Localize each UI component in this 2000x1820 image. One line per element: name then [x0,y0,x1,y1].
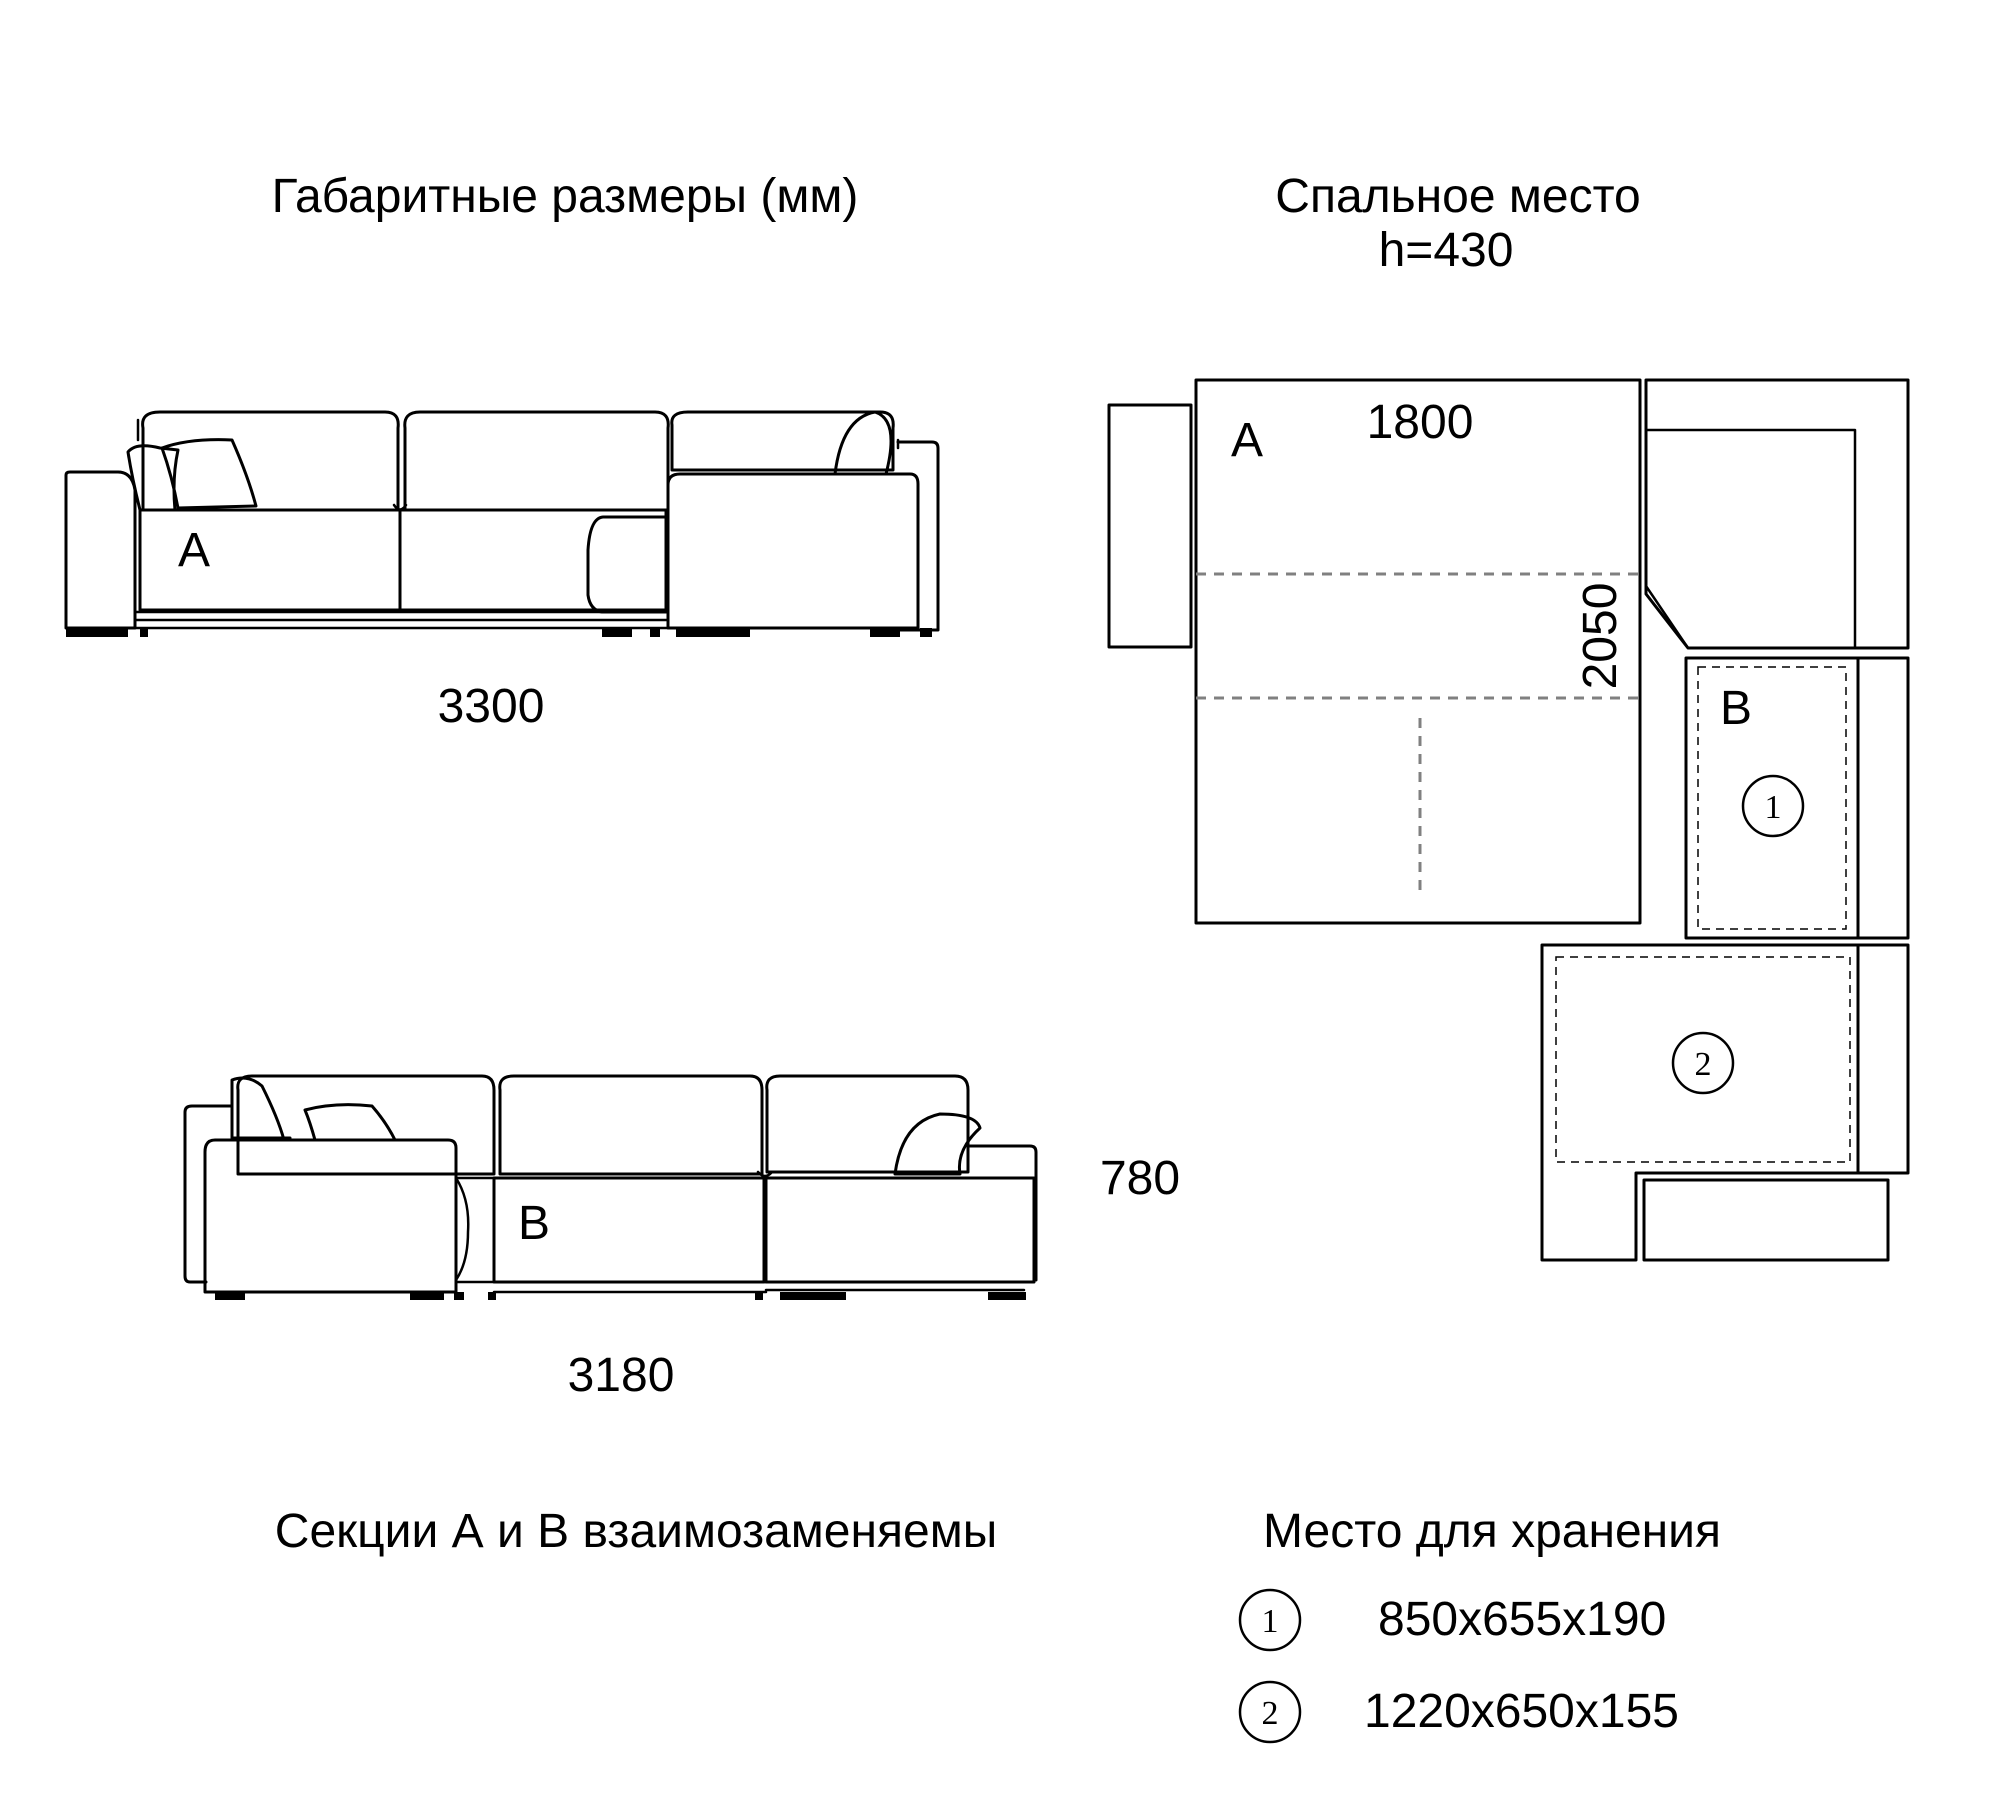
pillow-left-back [126,444,180,512]
storage-2-marker [1671,1031,1735,1095]
back-cushion-left [141,410,400,512]
storage-item-2: 2 1220x650x155 [1236,1680,1716,1744]
plan-chaise [1540,943,1860,1262]
storage-item-1: 1 850x655x190 [1236,1588,1716,1652]
storage-1-marker-text: 1 [1765,789,1782,826]
interchangeable-note: Секции А и В взаимозаменяемы [274,1505,998,1558]
plan-sleeping-area [1194,378,1642,925]
front-b-width-label: 3180 [567,1349,675,1402]
right-armrest-b [966,1144,1038,1282]
front-a-width-label: 3300 [437,680,545,733]
back-cushion-b-middle [498,1074,764,1176]
sofa-front-view-a [64,410,940,637]
plan-bed-width-label: 1800 [1367,396,1474,449]
back-cushion-middle [403,410,670,512]
storage-item-2-size: 1220x650x155 [1364,1685,1679,1738]
svg-text:2: 2 [1262,1695,1279,1732]
storage-2-outline [1555,956,1851,1163]
front-a-section-label: A [177,524,211,577]
storage-1-outline [1697,666,1847,930]
sleeping-place-height: h=430 [1378,224,1514,277]
base-a [133,610,670,630]
right-back-arm [896,440,940,632]
pillow-left-front [160,438,258,510]
plan-bed-length-label: 2050 [1574,583,1627,690]
ottoman [586,515,668,614]
storage-item-2-marker: 2 [1238,1680,1302,1744]
seat-b-right [764,1176,1036,1284]
base-b [454,1280,1036,1294]
plan-left-armrest [1107,403,1193,649]
plan-section-b-back [1856,656,1910,940]
plan-section-b-label: B [1720,682,1752,735]
chaise-right [666,472,920,630]
back-cushion-b-right [765,1074,970,1174]
pillow-right [833,410,893,476]
sofa-front-view-b [183,1074,1038,1300]
left-armrest [64,470,137,630]
pillow-b-left [230,1076,292,1142]
storage-title: Место для хранения [1263,1505,1721,1558]
storage-2-marker-text: 2 [1695,1046,1712,1083]
sleeping-place-title: Спальное место [1275,170,1641,223]
storage-item-1-marker: 1 [1238,1588,1302,1652]
plan-footrest [1642,1178,1890,1262]
pillow-b-middle [303,1103,397,1142]
storage-1-marker [1741,774,1805,838]
plan-chaise-back [1856,943,1910,1175]
seat-a-middle [398,508,668,612]
sofa-plan-view: 1 2 [1107,378,1910,1262]
left-back-arm-b [183,1104,234,1284]
svg-text:1: 1 [1262,1603,1279,1640]
plan-section-a-label: A [1231,414,1263,467]
plan-corner-back [1644,378,1910,650]
back-cushion-right [670,410,895,472]
front-b-section-label: B [517,1197,551,1250]
pillow-b-right [893,1112,982,1176]
chaise-left-b [203,1138,458,1294]
back-cushion-b-left [236,1074,496,1176]
dimensions-title: Габаритные размеры (мм) [271,170,859,223]
storage-item-1-size: 850x655x190 [1378,1593,1667,1646]
front-b-height-label: 780 [1099,1152,1181,1205]
